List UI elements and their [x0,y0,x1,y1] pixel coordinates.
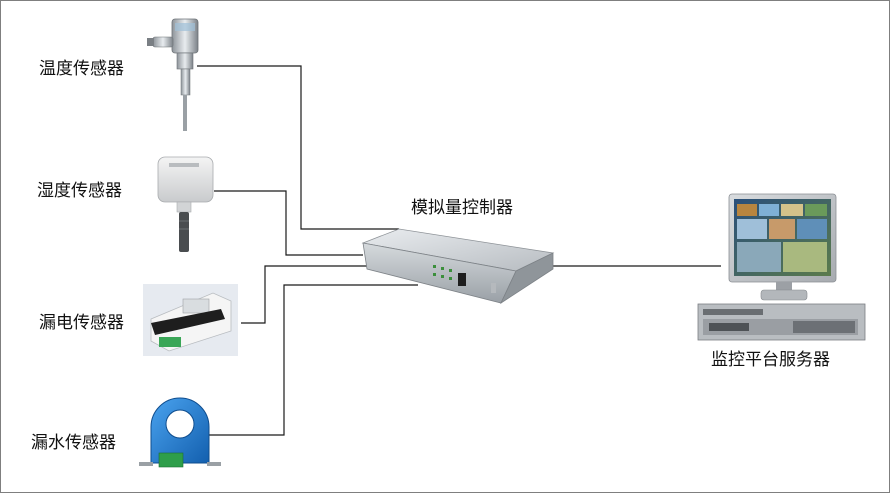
server-label: 监控平台服务器 [711,350,830,370]
controller-label: 模拟量控制器 [411,198,513,218]
server-image [697,193,866,341]
leakage-sensor-image [143,284,238,356]
humidity-sensor-image [157,156,214,252]
controller-image [361,228,555,305]
line-humidity-to-controller [214,190,363,256]
line-leakage-to-controller [241,265,381,324]
temperature-sensor-image [147,18,199,131]
temperature-sensor-label: 温度传感器 [39,59,124,79]
humidity-sensor-label: 湿度传感器 [37,181,122,201]
connection-lines [197,65,721,436]
line-water-to-controller [206,284,418,436]
leakage-sensor-label: 漏电传感器 [39,313,124,333]
water-sensor-label: 漏水传感器 [31,433,116,453]
water-sensor-image [139,397,221,468]
line-temperature-to-controller [197,65,399,230]
